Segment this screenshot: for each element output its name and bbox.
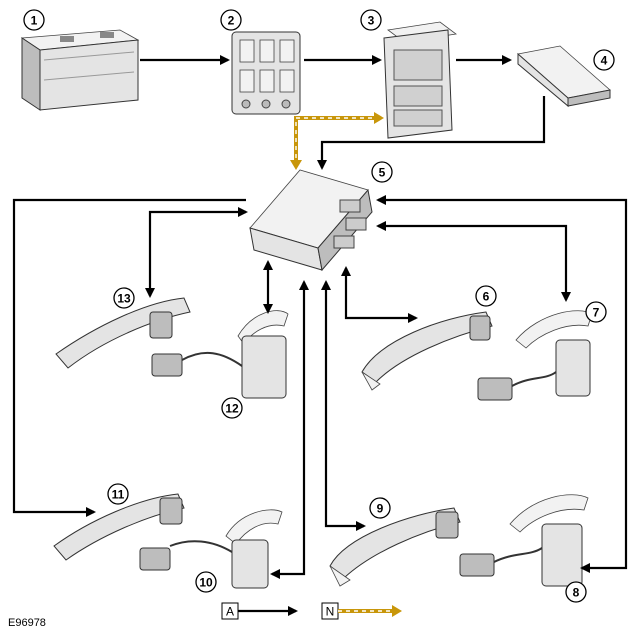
callout-number: 6 (483, 290, 490, 304)
callout-2: 2 (220, 9, 242, 31)
callout-8: 8 (565, 581, 587, 603)
door-latch-component-10 (139, 509, 283, 589)
callout-number: 7 (593, 306, 600, 320)
door-latch-component-8 (459, 494, 589, 587)
door-handle-component-13 (55, 297, 191, 369)
legend-label-a: A (226, 605, 234, 619)
callout-number: 9 (377, 502, 384, 516)
callout-10: 10 (195, 571, 217, 593)
door-latch-component-7 (477, 310, 593, 401)
control-module-component (249, 169, 373, 272)
door-handle-component-9 (329, 507, 461, 587)
callout-4: 4 (593, 49, 615, 71)
callout-11: 11 (107, 483, 129, 505)
callout-3: 3 (360, 9, 382, 31)
callout-number: 12 (225, 402, 239, 416)
callout-number: 1 (31, 14, 38, 28)
junction-box-component (383, 21, 458, 139)
connection-lines (12, 55, 628, 579)
receiver-module-component (517, 45, 611, 108)
figure-reference: E96978 (8, 617, 46, 629)
callout-9: 9 (369, 497, 391, 519)
legend-label-n: N (326, 605, 335, 619)
callout-5: 5 (371, 161, 393, 183)
callout-number: 11 (112, 488, 125, 502)
callout-6: 6 (475, 285, 497, 307)
legend-item-a: A (221, 602, 298, 620)
callout-number: 10 (199, 576, 213, 590)
callout-number: 5 (379, 166, 386, 180)
callout-number: 2 (228, 14, 235, 28)
callout-number: 3 (368, 14, 375, 28)
callout-number: 8 (573, 586, 580, 600)
callout-13: 13 (113, 287, 135, 309)
fuse-box-component (231, 31, 301, 115)
battery-component (20, 29, 140, 111)
legend: A N (221, 602, 402, 620)
legend-item-n: N (321, 602, 402, 620)
callout-1: 1 (23, 9, 45, 31)
callout-number: 13 (117, 292, 131, 306)
door-handle-component-11 (53, 493, 185, 561)
door-handle-component-6 (361, 311, 493, 391)
callout-12: 12 (221, 397, 243, 419)
callout-number: 4 (601, 54, 608, 68)
callout-7: 7 (585, 301, 607, 323)
